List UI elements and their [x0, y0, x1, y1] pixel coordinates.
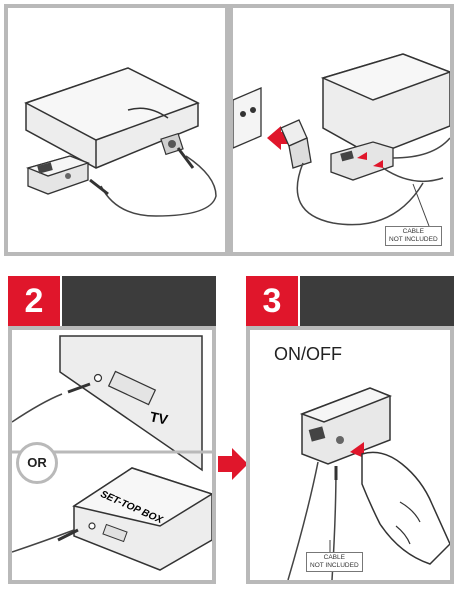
step2-header-bar: [62, 276, 216, 326]
arrow-right-icon: [218, 448, 248, 480]
step3-header-bar: [300, 276, 454, 326]
cable-not-included-note: CABLE NOT INCLUDED: [385, 226, 442, 246]
step1-power-panel: CABLE NOT INCLUDED: [229, 4, 454, 256]
cable-not-included-note: CABLE NOT INCLUDED: [306, 552, 363, 572]
step3-panel: ON/OFF CABLE NOT INCLUDED: [246, 326, 454, 584]
cable-note-line1: CABLE: [323, 554, 345, 561]
step-number-3: 3: [246, 276, 298, 326]
power-adapter-icon: [280, 119, 312, 169]
hand-icon: [361, 451, 450, 565]
step-number-2: 2: [8, 276, 60, 326]
amplifier-switch-illustration: [287, 387, 450, 580]
power-outlet-icon: [233, 87, 262, 149]
device-connection-illustration: [24, 67, 217, 217]
step1-connect-panel: [4, 4, 229, 256]
or-badge: OR: [16, 442, 58, 484]
cable-note-line2: NOT INCLUDED: [310, 562, 359, 569]
cable-note-line1: CABLE: [402, 228, 424, 235]
tv-label: TV: [148, 408, 170, 428]
power-connection-illustration: [233, 53, 450, 227]
step2-panel: TV OR SET-TOP BOX: [8, 326, 216, 584]
on-off-label: ON/OFF: [274, 344, 342, 364]
cable-note-line2: NOT INCLUDED: [389, 236, 438, 243]
tv-connection-illustration: [12, 335, 212, 571]
